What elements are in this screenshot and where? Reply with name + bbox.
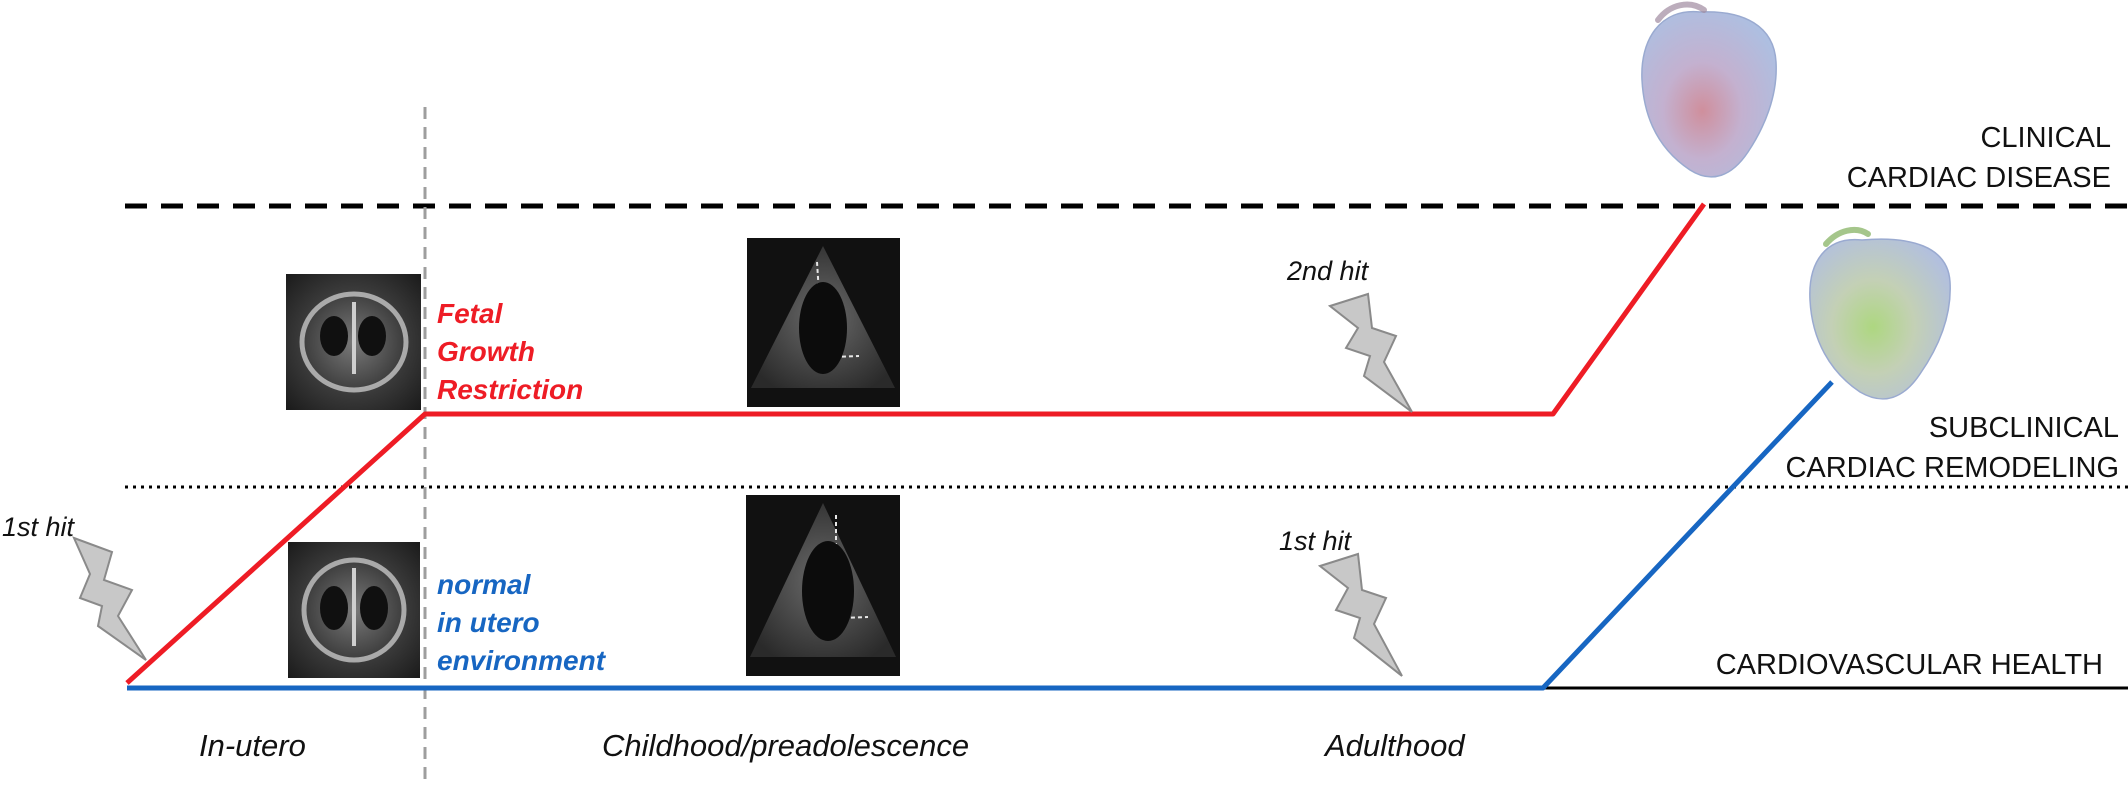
3d-heart-model <box>1641 1 1777 178</box>
subclinical-remodeling-label: SUBCLINICAL CARDIAC REMODELING <box>1785 408 2119 488</box>
level-label-line: SUBCLINICAL <box>1928 412 2119 444</box>
first-hit-label-left: 1st hit <box>2 512 75 542</box>
fgr-label-line: Restriction <box>437 374 584 405</box>
fgr-pathway-line <box>125 202 1707 685</box>
level-label-line: CARDIAC DISEASE <box>1846 162 2111 194</box>
level-label-line: CLINICAL <box>1980 122 2111 154</box>
normal-label-line: environment <box>437 645 606 676</box>
second-hit-label: 2nd hit <box>1287 256 1369 286</box>
normal-pathway-label: normal in utero environment <box>437 566 605 680</box>
normal-label-line: in utero <box>437 607 540 638</box>
lightning-bolt-icon <box>1317 552 1403 677</box>
level-label-line: CARDIAC REMODELING <box>1785 452 2119 484</box>
period-adulthood: Adulthood <box>1325 728 1465 763</box>
fgr-pathway-label: Fetal Growth Restriction <box>437 295 583 409</box>
lightning-bolt-icon <box>72 536 147 661</box>
ultrasound-image-fetal-fgr <box>286 274 421 410</box>
first-hit-label-right: 1st hit <box>1279 526 1352 556</box>
normal-label-line: normal <box>437 569 531 600</box>
period-childhood: Childhood/preadolescence <box>602 728 970 763</box>
fgr-label-line: Fetal <box>437 298 503 329</box>
clinical-cardiac-disease-label: CLINICAL CARDIAC DISEASE <box>1847 118 2111 198</box>
fgr-label-line: Growth <box>437 336 535 367</box>
ultrasound-image-fetal-normal <box>288 542 420 678</box>
cardiovascular-health-label: CARDIOVASCULAR HEALTH <box>1715 649 2103 681</box>
echocardiogram-image-normal <box>746 495 900 676</box>
normal-pathway-line <box>127 380 1834 691</box>
echocardiogram-image-fgr <box>747 238 900 407</box>
3d-heart-model <box>1809 226 1951 400</box>
period-in-utero: In-utero <box>199 728 306 763</box>
lightning-bolt-icon <box>1327 292 1413 413</box>
